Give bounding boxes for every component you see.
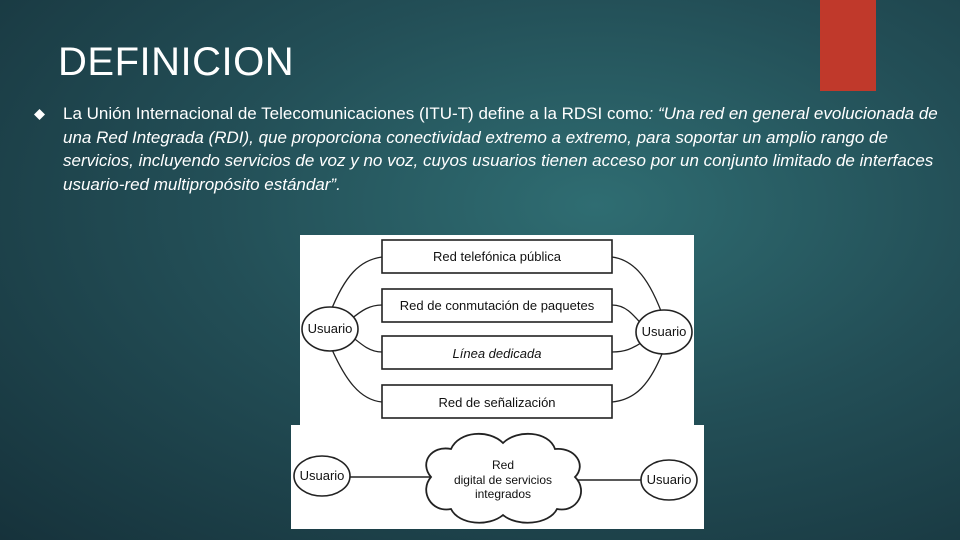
accent-bar (820, 0, 876, 91)
separate-networks-figure: Red telefónica pública Red de conmutació… (300, 235, 694, 425)
network-label: Red de conmutación de paquetes (400, 298, 595, 313)
definition-paragraph: La Unión Internacional de Telecomunicaci… (63, 102, 943, 196)
integrated-network-figure: Red digital de servicios integrados Usua… (291, 425, 704, 529)
right-user-label: Usuario (642, 324, 687, 339)
cloud-label-line: digital de servicios (454, 473, 552, 487)
definition-text: La Unión Internacional de Telecomunicaci… (63, 104, 649, 123)
cloud-label-line: Red (492, 458, 514, 472)
cloud-label-line: integrados (475, 487, 531, 501)
network-label: Línea dedicada (453, 346, 542, 361)
right-user-label: Usuario (647, 472, 692, 487)
slide-title: DEFINICION (58, 40, 295, 84)
definition-quote: : “Una red en general evolucionada de un… (63, 104, 938, 194)
left-user-label: Usuario (308, 321, 353, 336)
diamond-bullet-icon (34, 109, 45, 120)
left-user-label: Usuario (300, 468, 345, 483)
network-label: Red de señalización (438, 395, 555, 410)
network-label: Red telefónica pública (433, 249, 562, 264)
cloud-shape (425, 432, 582, 524)
